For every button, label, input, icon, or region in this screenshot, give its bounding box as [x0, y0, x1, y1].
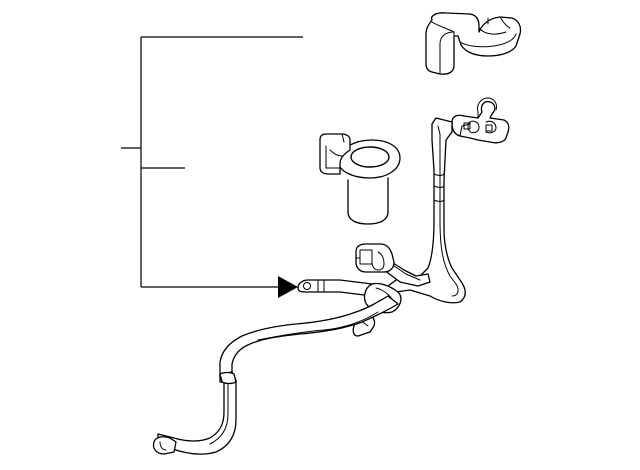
battery-terminal-cover	[425, 12, 522, 75]
battery-terminal-clamp	[451, 97, 510, 144]
callout-leader-lines	[121, 36, 303, 298]
battery-cable-harness	[152, 97, 510, 455]
callout-arrowhead	[278, 276, 298, 298]
cable-grommet	[319, 133, 401, 225]
